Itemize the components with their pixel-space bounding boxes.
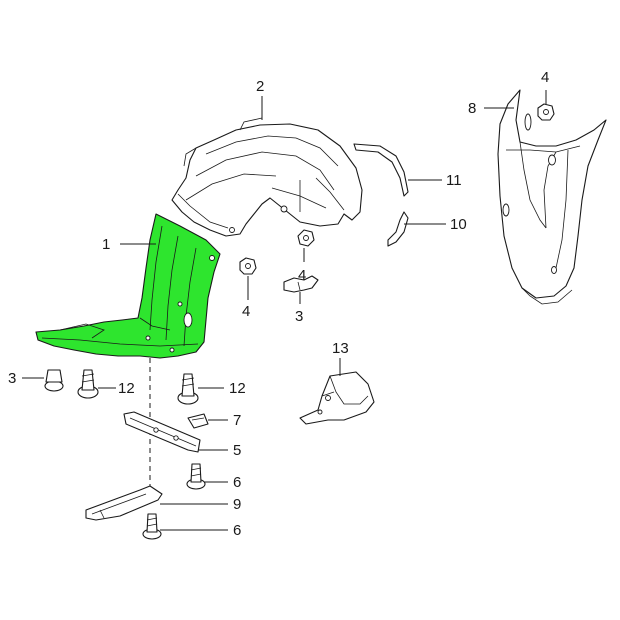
part-2-wheel-arch-liner (171, 117, 363, 237)
callout-1: 1 (102, 236, 110, 253)
callout-6-a: 6 (233, 474, 241, 491)
callout-13: 13 (332, 340, 349, 357)
callout-8: 8 (468, 100, 476, 117)
part-4-nut-c (537, 103, 555, 121)
part-13-bracket (299, 371, 375, 425)
part-3-clip-b (44, 369, 64, 392)
leader-lines (22, 90, 547, 531)
part-6-screw-a (186, 463, 206, 490)
callout-2: 2 (256, 78, 264, 95)
callout-4-b: 4 (298, 267, 306, 284)
part-10-trim-piece (387, 211, 409, 247)
part-3-clip-a (283, 275, 319, 293)
callout-5: 5 (233, 442, 241, 459)
callout-6-b: 6 (233, 522, 241, 539)
callout-3-b: 3 (8, 370, 16, 387)
part-5-strip-bracket (123, 411, 201, 453)
callout-12-a: 12 (118, 380, 135, 397)
callout-3-a: 3 (295, 308, 303, 325)
part-12-screw-b (177, 373, 199, 405)
part-11-trim-strip (353, 143, 409, 197)
part-8-side-panel (497, 89, 607, 305)
callout-10: 10 (450, 216, 467, 233)
callout-11: 11 (446, 172, 462, 189)
part-6-screw-b (142, 513, 162, 540)
part-4-nut-b (297, 229, 315, 247)
callout-12-b: 12 (229, 380, 246, 397)
part-1-lower-liner-highlighted (35, 213, 221, 359)
callout-7: 7 (233, 412, 241, 429)
part-7-clip-nut (187, 413, 209, 429)
callout-9: 9 (233, 496, 241, 513)
callout-labels: 1 2 3 3 4 4 4 5 6 6 7 8 9 10 11 12 12 13 (8, 69, 549, 539)
part-9-angled-bracket (85, 485, 163, 521)
callout-4-c: 4 (541, 69, 549, 86)
callout-4-a: 4 (242, 303, 250, 320)
part-4-nut-a (239, 257, 257, 275)
part-12-screw-a (77, 369, 99, 399)
